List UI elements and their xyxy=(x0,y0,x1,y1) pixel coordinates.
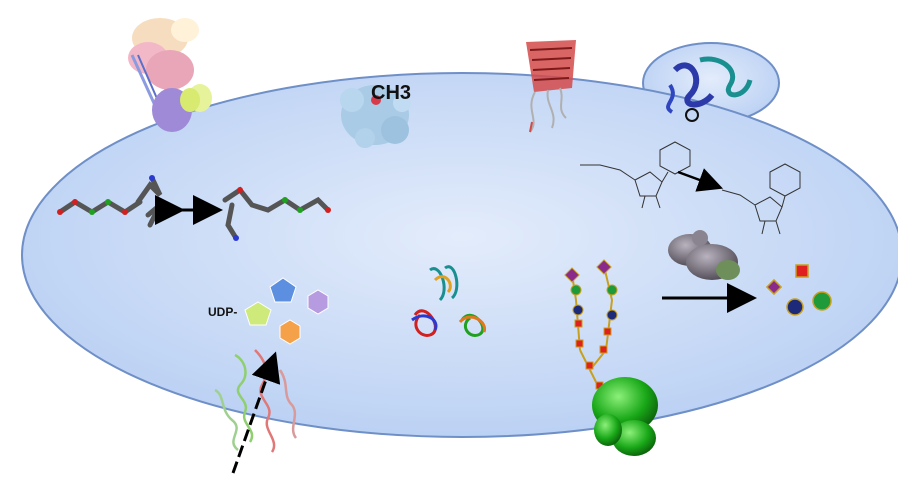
methyl-group-label: CH3 xyxy=(371,82,412,104)
purple-hexagon-icon xyxy=(307,289,329,315)
released-monosaccharides xyxy=(765,264,832,316)
blue-pentagon-icon xyxy=(269,277,297,303)
cell-membrane xyxy=(21,72,898,438)
nucleotide-sugar-isomer-right-icon xyxy=(222,186,331,241)
udp-label: UDP- xyxy=(208,305,238,319)
glycosidase-blob-icon xyxy=(668,230,740,280)
orange-hexagon-icon xyxy=(279,319,301,345)
glycan-tree-icon xyxy=(564,259,618,391)
nucleotide-sugar-isomer-left-icon xyxy=(57,175,163,228)
sugar-shapes xyxy=(244,277,329,345)
ump-structure-icon xyxy=(721,163,801,235)
green-pentagon-icon xyxy=(244,301,272,326)
receptor-complex-icon xyxy=(128,18,212,132)
membrane-anchor-protein-icon xyxy=(592,377,658,456)
dimeric-enzyme-ribbon-icon xyxy=(411,265,487,337)
conversion-arrow xyxy=(677,168,724,192)
beta-barrel-porin-icon xyxy=(526,40,576,133)
enzyme-ribbon-vesicle-icon xyxy=(666,56,753,122)
transport-arrow xyxy=(231,351,281,474)
udp-sugar-structure-icon xyxy=(580,141,691,209)
methyltransferase-surface-icon xyxy=(340,85,411,148)
